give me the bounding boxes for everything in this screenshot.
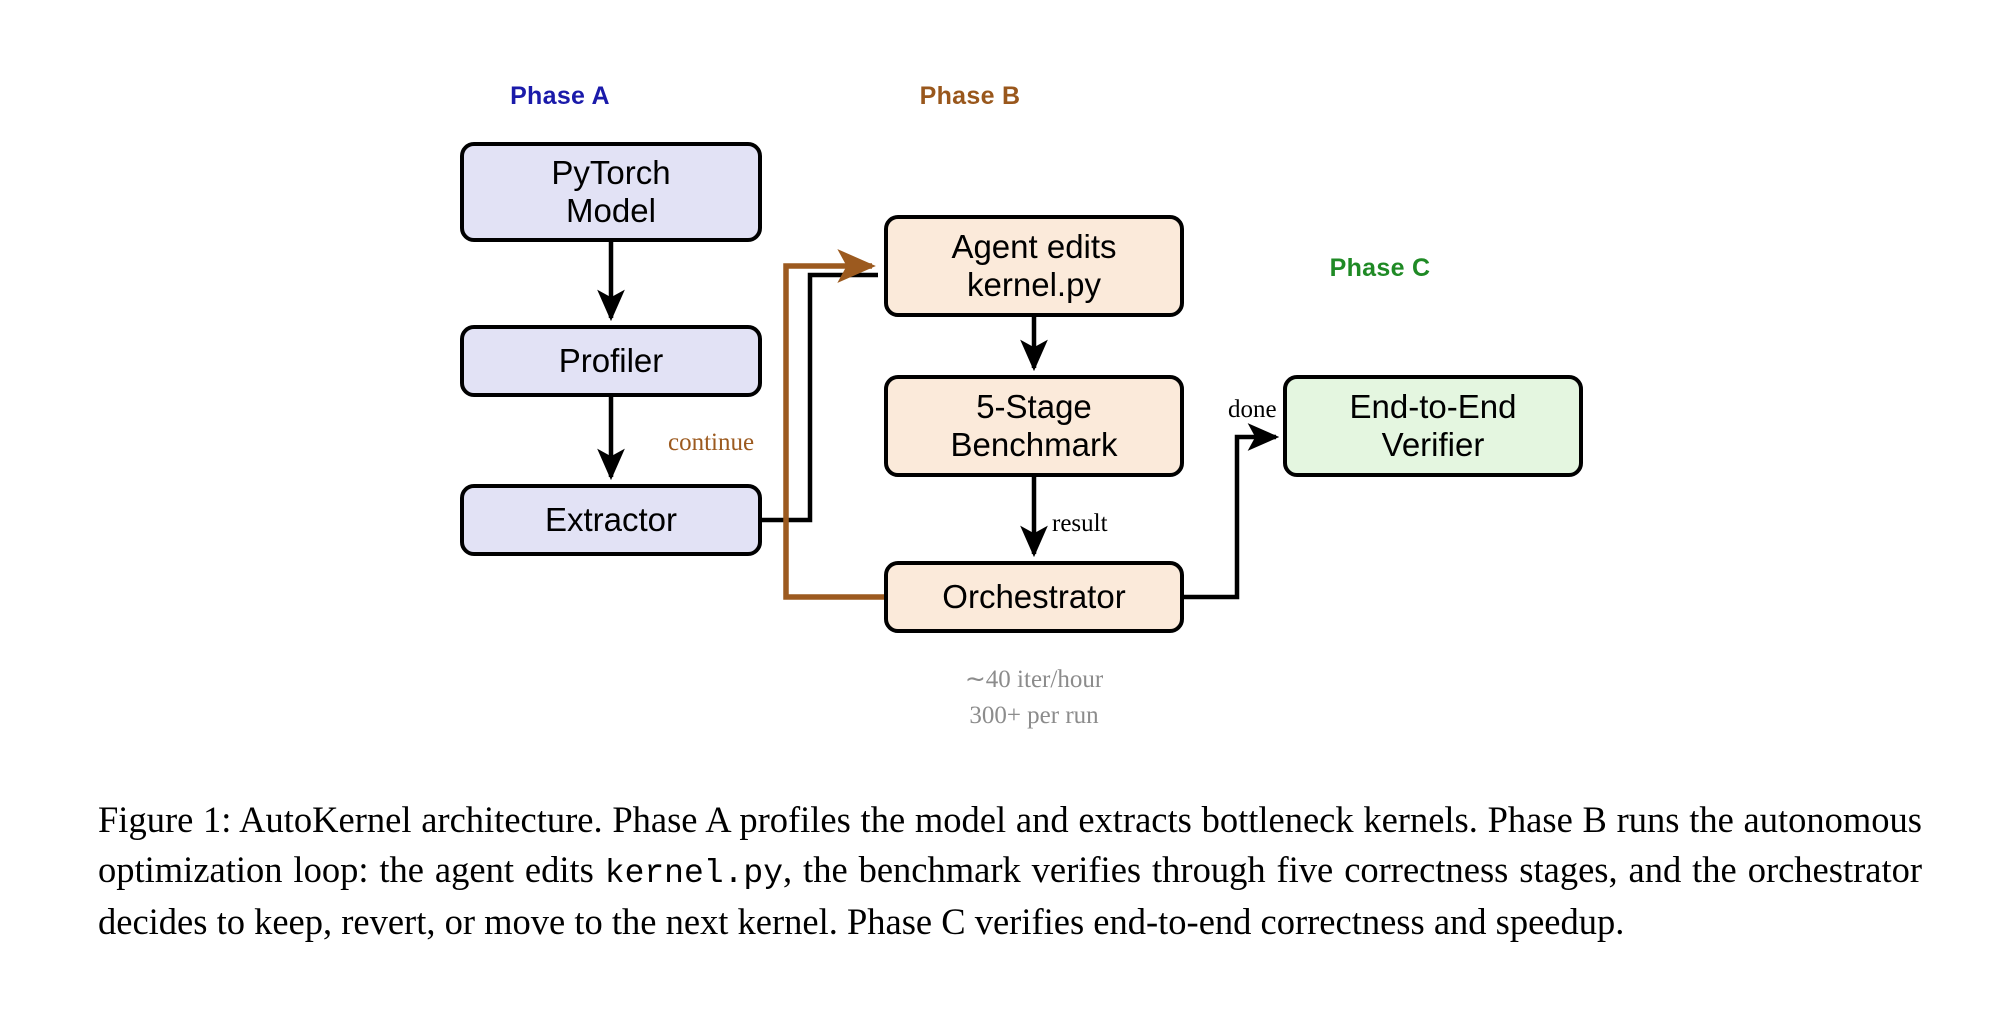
edge-orchestrator-to-agent-continue (783, 249, 884, 600)
node-profiler: Profiler (460, 325, 762, 397)
node-5-stage-benchmark: 5-Stage Benchmark (884, 375, 1184, 477)
node-orchestrator: Orchestrator (884, 561, 1184, 633)
diagram-connectors (597, 242, 1280, 600)
edge-orchestrator-to-verifier (1184, 423, 1280, 600)
phase-a-heading: Phase A (510, 82, 610, 110)
edge-label-result: result (1052, 510, 1108, 537)
throughput-annotation: ∼40 iter/hour 300+ per run (964, 666, 1104, 729)
figure-caption: Figure 1: AutoKernel architecture. Phase… (98, 795, 1922, 946)
caption-text-part-1: AutoKernel architecture. Phase A profile… (98, 799, 1922, 890)
caption-text-part-2: , the benchmark verifies through five co… (98, 848, 1922, 942)
edge-extractor-to-agent (762, 272, 878, 523)
phase-b-heading: Phase B (919, 82, 1021, 110)
phase-c-heading: Phase C (1329, 254, 1431, 282)
edge-label-done: done (1228, 396, 1277, 423)
caption-figure-number: Figure 1: (98, 799, 232, 840)
architecture-diagram: Phase A Phase B Phase C PyTorch Model Pr… (460, 82, 1583, 729)
caption-kernel-py-code: kernel.py (604, 854, 783, 892)
node-pytorch-model: PyTorch Model (460, 142, 762, 242)
node-end-to-end-verifier: End-to-End Verifier (1283, 375, 1583, 477)
node-agent-edits-kernel: Agent edits kernel.py (884, 215, 1184, 317)
node-extractor: Extractor (460, 484, 762, 556)
edge-label-continue: continue (668, 429, 755, 456)
